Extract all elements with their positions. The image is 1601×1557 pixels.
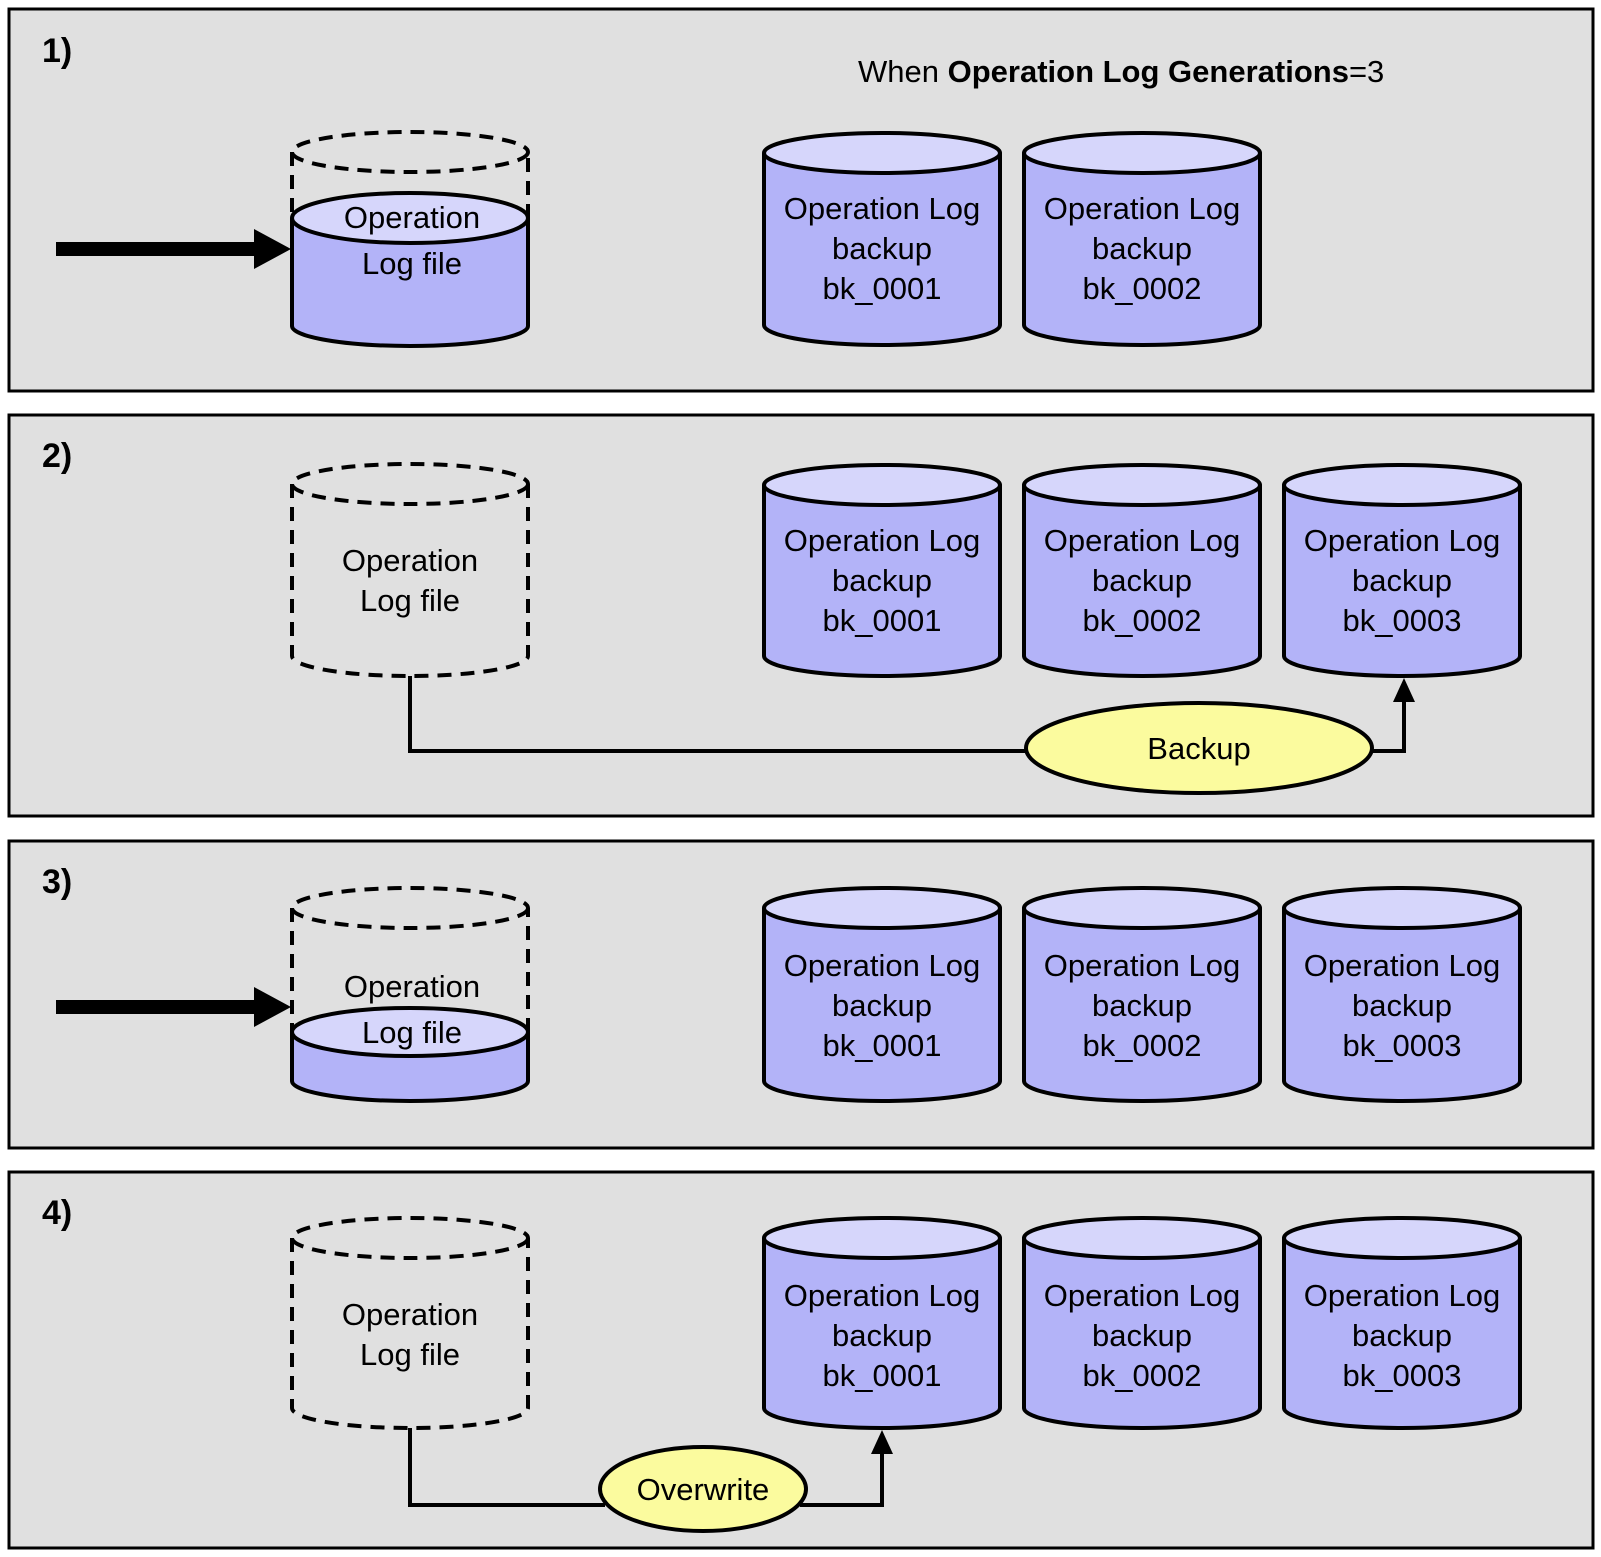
backup-label-line2: backup xyxy=(832,1318,932,1353)
backup-label-line2: backup xyxy=(1352,563,1452,598)
operation-log-file: Operation Log file xyxy=(290,1216,530,1430)
backup-id: bk_0001 xyxy=(823,271,942,306)
backup-label-line2: backup xyxy=(832,563,932,598)
panel-2: 2) Operation Log file Backup Operation L… xyxy=(7,413,1595,818)
backup-id: bk_0002 xyxy=(1083,271,1202,306)
panel-3-number: 3) xyxy=(42,863,72,901)
backup-label-line1: Operation Log xyxy=(1304,523,1500,558)
backup-cylinder-bk_0003: Operation Log backup bk_0003 xyxy=(1282,886,1522,1103)
backup-id: bk_0003 xyxy=(1343,603,1462,638)
backup-cylinder-bk_0002: Operation Log backup bk_0002 xyxy=(1022,886,1262,1103)
backup-label-line1: Operation Log xyxy=(784,523,980,558)
overwrite-action-label: Overwrite xyxy=(637,1472,770,1507)
panel-3: 3) Operation Log file Operation Log back… xyxy=(7,839,1595,1150)
backup-cylinder-bk_0001: Operation Log backup bk_0001 xyxy=(762,131,1002,347)
panel-4-number: 4) xyxy=(42,1194,72,1232)
log-file-label-line1: Operation xyxy=(342,1297,478,1332)
backup-cylinder-bk_0003: Operation Log backup bk_0003 xyxy=(1282,463,1522,678)
backup-label-line1: Operation Log xyxy=(1044,1278,1240,1313)
panel-1: 1) When Operation Log Generations=3 Oper… xyxy=(7,7,1595,393)
backup-label-line1: Operation Log xyxy=(784,1278,980,1313)
log-file-label-line2: Log file xyxy=(360,1337,460,1372)
backup-connector xyxy=(408,676,1415,753)
backup-label-line1: Operation Log xyxy=(784,948,980,983)
operation-log-file: Operation Log file xyxy=(290,462,530,678)
backup-cylinder-bk_0003: Operation Log backup bk_0003 xyxy=(1282,1216,1522,1430)
log-file-label-line1: Operation xyxy=(344,969,480,1004)
log-file-label-line2: Log file xyxy=(362,1015,462,1050)
backup-cylinder-bk_0001: Operation Log backup bk_0001 xyxy=(762,463,1002,678)
backup-label-line2: backup xyxy=(832,231,932,266)
backup-label-line2: backup xyxy=(1092,563,1192,598)
panel-4: 4) Operation Log file Overwrite Operatio… xyxy=(7,1170,1595,1550)
backup-cylinder-bk_0002: Operation Log backup bk_0002 xyxy=(1022,131,1262,347)
operation-log-file: Operation Log file xyxy=(290,130,530,348)
panel-1-number: 1) xyxy=(42,32,72,70)
backup-id: bk_0001 xyxy=(823,1028,942,1063)
generations-note-setting: Operation Log Generations xyxy=(948,54,1349,89)
backup-label-line1: Operation Log xyxy=(1044,523,1240,558)
backup-label-line1: Operation Log xyxy=(784,191,980,226)
backup-id: bk_0003 xyxy=(1343,1358,1462,1393)
log-file-label-line1: Operation xyxy=(342,543,478,578)
generations-note: When Operation Log Generations=3 xyxy=(858,54,1384,89)
backup-label-line2: backup xyxy=(832,988,932,1023)
generations-note-value: =3 xyxy=(1349,54,1384,89)
panel-2-number: 2) xyxy=(42,437,72,475)
operation-log-file: Operation Log file xyxy=(290,886,530,1103)
backup-label-line2: backup xyxy=(1352,988,1452,1023)
write-arrow xyxy=(56,987,291,1027)
backup-id: bk_0002 xyxy=(1083,603,1202,638)
backup-id: bk_0001 xyxy=(823,1358,942,1393)
backup-cylinder-bk_0002: Operation Log backup bk_0002 xyxy=(1022,1216,1262,1430)
backup-label-line1: Operation Log xyxy=(1044,948,1240,983)
backup-action-label: Backup xyxy=(1147,731,1250,766)
backup-label-line2: backup xyxy=(1092,1318,1192,1353)
backup-cylinder-bk_0001: Operation Log backup bk_0001 xyxy=(762,1216,1002,1430)
log-file-label-line2: Log file xyxy=(362,246,462,281)
backup-id: bk_0002 xyxy=(1083,1028,1202,1063)
backup-id: bk_0003 xyxy=(1343,1028,1462,1063)
backup-cylinder-bk_0001: Operation Log backup bk_0001 xyxy=(762,886,1002,1103)
backup-id: bk_0002 xyxy=(1083,1358,1202,1393)
backup-id: bk_0001 xyxy=(823,603,942,638)
backup-cylinder-bk_0002: Operation Log backup bk_0002 xyxy=(1022,463,1262,678)
backup-label-line1: Operation Log xyxy=(1304,1278,1500,1313)
backup-action: Backup xyxy=(1024,701,1374,795)
log-file-label-line2: Log file xyxy=(360,583,460,618)
backup-label-line2: backup xyxy=(1352,1318,1452,1353)
overwrite-action: Overwrite xyxy=(598,1445,808,1533)
generations-note-prefix: When xyxy=(858,54,948,89)
backup-label-line1: Operation Log xyxy=(1304,948,1500,983)
log-file-label-line1: Operation xyxy=(344,200,480,235)
backup-label-line2: backup xyxy=(1092,231,1192,266)
overwrite-connector xyxy=(408,1428,893,1507)
write-arrow xyxy=(56,229,291,269)
backup-label-line2: backup xyxy=(1092,988,1192,1023)
backup-label-line1: Operation Log xyxy=(1044,191,1240,226)
